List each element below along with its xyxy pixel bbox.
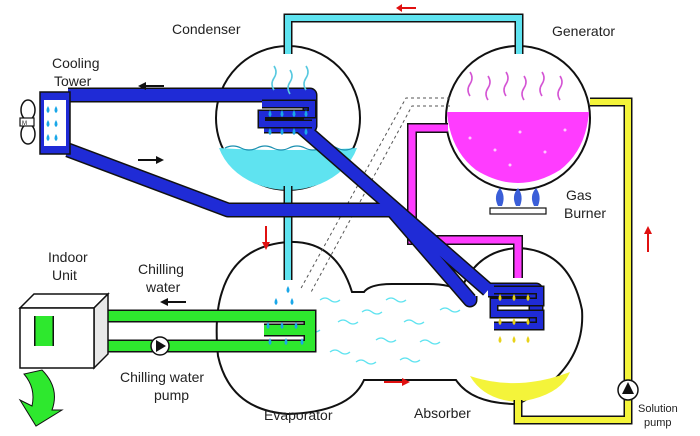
condenser-label: Condenser <box>172 21 241 37</box>
fan-icon: M <box>19 99 36 145</box>
solution-pump-icon <box>617 379 639 401</box>
absorber-coil <box>489 285 545 343</box>
chilling-water-label-2: water <box>145 279 181 295</box>
svg-text:M: M <box>22 121 27 127</box>
evaporator-spray <box>266 286 304 345</box>
flow-arrow-top <box>396 4 416 12</box>
cooling-tower-label-2: Tower <box>54 73 92 89</box>
chilling-water-pump-label-1: Chilling water <box>120 369 204 385</box>
evaporator-label: Evaporator <box>264 407 333 423</box>
indoor-unit-label-1: Indoor <box>48 249 88 265</box>
generator-label: Generator <box>552 23 615 39</box>
gas-burner-label-2: Burner <box>564 205 606 221</box>
generator-vapor <box>467 71 563 101</box>
flow-arrow-absorber <box>384 378 410 386</box>
generator-vessel <box>445 45 591 191</box>
indoor-unit-label-2: Unit <box>52 267 77 283</box>
vapor-connection-dashed <box>299 97 450 295</box>
absorber-label: Absorber <box>414 405 471 421</box>
chilling-water-pump-label-2: pump <box>154 387 189 403</box>
refrigerant-vapor-pipe <box>283 13 524 54</box>
weak-solution-pipe <box>513 97 633 425</box>
flow-arrow-chilling <box>160 298 186 306</box>
gas-burner-label-1: Gas <box>566 187 592 203</box>
pump-icon <box>150 336 170 356</box>
flame-icon <box>489 188 547 215</box>
solution-pump-label-2: pump <box>644 417 672 429</box>
chilling-water-label-1: Chilling <box>138 261 184 277</box>
cooling-tower <box>39 91 71 155</box>
flow-arrow-cooling-out <box>138 82 164 90</box>
generator-bubbles <box>468 128 567 167</box>
curved-arrow-icon <box>18 369 64 427</box>
condenser-coil <box>257 99 317 135</box>
indoor-unit <box>18 292 110 370</box>
cooling-tower-label-1: Cooling <box>52 55 99 71</box>
solution-pump-label-1: Solution <box>638 403 678 415</box>
flow-arrow-up-solution <box>644 226 652 252</box>
condenser-vapor <box>271 65 309 95</box>
flow-arrow-down-condenser <box>262 226 270 250</box>
flow-arrow-cooling-in <box>138 156 164 164</box>
